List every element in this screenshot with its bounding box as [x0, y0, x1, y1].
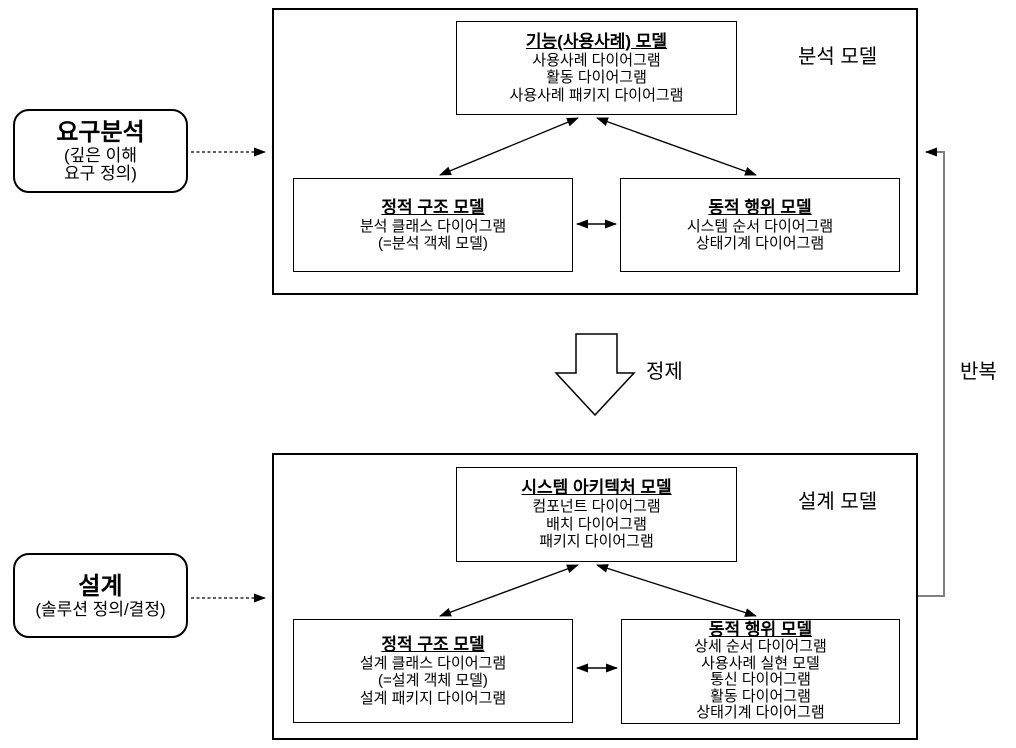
analysis-dynamic-model-item: 상태기계 다이어그램: [695, 235, 825, 252]
function-model-box: 기능(사용사례) 모델 사용사례 다이어그램 활동 다이어그램 사용사례 패키지…: [456, 21, 737, 115]
requirements-analysis-title: 요구분석: [56, 119, 145, 146]
design-dynamic-model-item: 상세 순서 다이어그램: [694, 638, 827, 656]
design-dynamic-model-item: 사용사례 실현 모델: [701, 654, 820, 672]
refine-down-arrow: [554, 333, 636, 417]
design-dynamic-model-item: 상태기계 다이어그램: [696, 704, 825, 722]
analysis-static-model-item: (=분석 객체 모델): [378, 235, 488, 252]
design-model-label: 설계 모델: [798, 491, 878, 513]
function-model-title: 기능(사용사례) 모델: [525, 31, 668, 51]
function-model-item: 활동 다이어그램: [546, 69, 647, 87]
function-model-item: 사용사례 패키지 다이어그램: [509, 86, 684, 104]
design-phase-subtitle: (솔루션 정의/결정): [35, 599, 166, 619]
architecture-model-box: 시스템 아키텍처 모델 컴포넌트 다이어그램 배치 다이어그램 패키지 다이어그…: [456, 467, 737, 562]
requirements-analysis-subtitle-line2: 요구 정의): [64, 164, 137, 183]
design-phase-title: 설계: [78, 572, 123, 600]
design-dynamic-model-title: 동적 행위 모델: [708, 620, 813, 640]
design-dynamic-model-item: 활동 다이어그램: [710, 687, 811, 705]
design-static-model-box: 정적 구조 모델 설계 클래스 다이어그램 (=설계 객체 모델) 설계 패키지…: [293, 619, 573, 723]
architecture-model-title: 시스템 아키텍처 모델: [521, 478, 672, 498]
design-phase-node: 설계 (솔루션 정의/결정): [13, 553, 188, 638]
analysis-dynamic-model-box: 동적 행위 모델 시스템 순서 다이어그램 상태기계 다이어그램: [620, 178, 900, 272]
design-dynamic-model-item: 통신 다이어그램: [710, 671, 811, 689]
analysis-model-label: 분석 모델: [798, 46, 878, 68]
design-dynamic-model-box: 동적 행위 모델 상세 순서 다이어그램 사용사례 실현 모델 통신 다이어그램…: [621, 619, 900, 724]
analysis-static-model-item: 분석 클래스 다이어그램: [359, 217, 507, 235]
iterate-label: 반복: [960, 361, 997, 383]
design-static-model-item: (=설계 객체 모델): [378, 672, 488, 690]
analysis-static-model-title: 정적 구조 모델: [381, 197, 485, 217]
requirements-analysis-subtitle-line1: (깊은 이해: [64, 146, 137, 165]
design-static-model-item: 설계 클래스 다이어그램: [359, 654, 507, 672]
design-static-model-title: 정적 구조 모델: [381, 634, 485, 654]
analysis-static-model-box: 정적 구조 모델 분석 클래스 다이어그램 (=분석 객체 모델): [293, 178, 573, 272]
refine-label: 정제: [646, 361, 683, 383]
analysis-dynamic-model-title: 동적 행위 모델: [708, 197, 812, 217]
architecture-model-item: 패키지 다이어그램: [539, 533, 654, 551]
architecture-model-item: 컴포넌트 다이어그램: [532, 498, 661, 516]
iterate-feedback-arrow: [918, 147, 945, 597]
analysis-dynamic-model-item: 시스템 순서 다이어그램: [686, 217, 834, 235]
architecture-model-item: 배치 다이어그램: [546, 515, 647, 533]
design-static-model-item: 설계 패키지 다이어그램: [359, 689, 507, 707]
requirements-analysis-node: 요구분석 (깊은 이해 요구 정의): [13, 109, 188, 193]
function-model-item: 사용사례 다이어그램: [532, 51, 661, 69]
